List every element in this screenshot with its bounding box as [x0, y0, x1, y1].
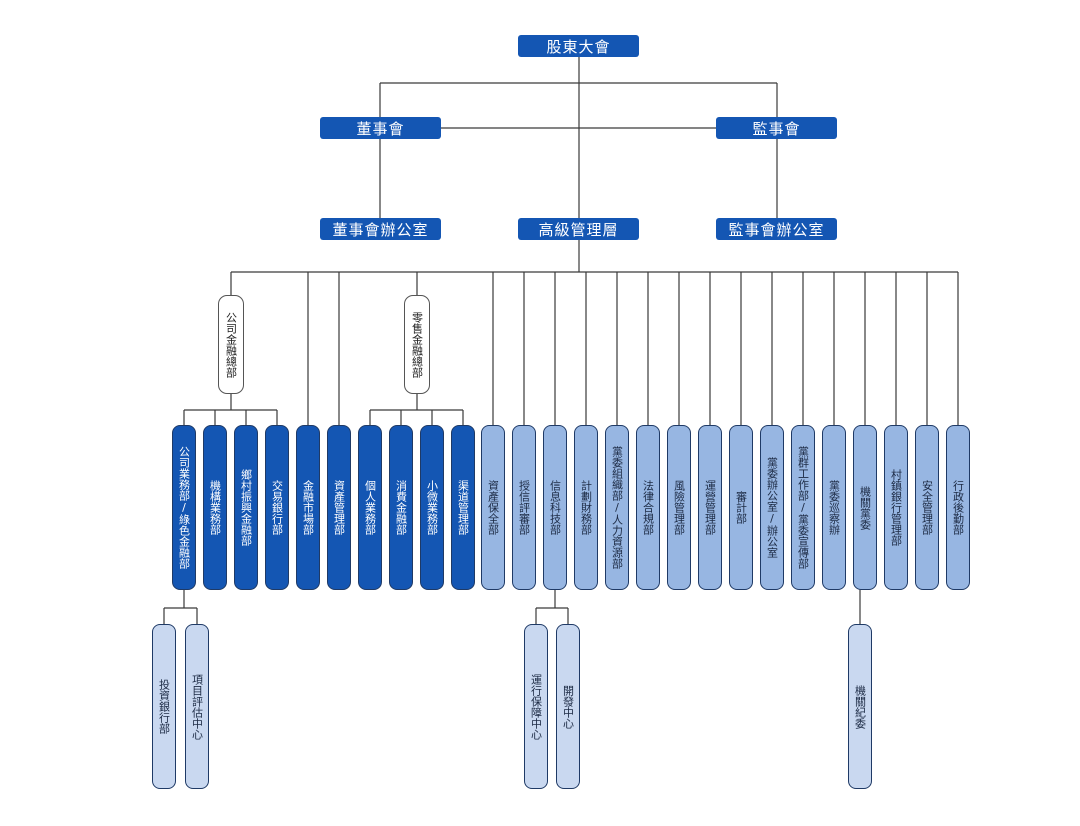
senior-management-box: 高級管理層: [518, 218, 639, 240]
department-d12: 授信評審部: [512, 425, 536, 590]
department-d18: 運營管理部: [698, 425, 722, 590]
department-d7: 個人業務部: [358, 425, 382, 590]
department-d22: 黨委巡察辦: [822, 425, 846, 590]
department-d11: 資產保全部: [481, 425, 505, 590]
department-d2: 機構業務部: [203, 425, 227, 590]
subunit-s3: 運行保障中心: [524, 624, 548, 789]
corporate-finance-group: 公司金融總部: [218, 295, 244, 394]
shareholders-box: 股東大會: [518, 35, 639, 57]
subunit-s4: 開發中心: [556, 624, 580, 789]
department-d13: 信息科技部: [543, 425, 567, 590]
board-box: 董事會: [320, 117, 441, 139]
department-d6: 資產管理部: [327, 425, 351, 590]
supervisors-box: 監事會: [716, 117, 837, 139]
department-d26: 行政後勤部: [946, 425, 970, 590]
department-d9: 小微業務部: [420, 425, 444, 590]
department-d5: 金融市場部: [296, 425, 320, 590]
department-d1: 公司業務部/綠色金融部: [172, 425, 196, 590]
subunit-s1: 投資銀行部: [152, 624, 176, 789]
department-d15: 黨委組織部/人力資源部: [605, 425, 629, 590]
board-office-box: 董事會辦公室: [320, 218, 441, 240]
subunit-s5: 機關紀委: [848, 624, 872, 789]
supervisor-office-box: 監事會辦公室: [716, 218, 837, 240]
department-d4: 交易銀行部: [265, 425, 289, 590]
department-d21: 黨群工作部/黨委宣傳部: [791, 425, 815, 590]
subunit-s2: 項目評估中心: [185, 624, 209, 789]
retail-finance-group: 零售金融總部: [404, 295, 430, 394]
department-d3: 鄉村振興金融部: [234, 425, 258, 590]
department-d14: 計劃財務部: [574, 425, 598, 590]
department-d16: 法律合規部: [636, 425, 660, 590]
department-d20: 黨委辦公室/辦公室: [760, 425, 784, 590]
department-d24: 村鎮銀行管理部: [884, 425, 908, 590]
department-d17: 風險管理部: [667, 425, 691, 590]
department-d8: 消費金融部: [389, 425, 413, 590]
department-d23: 機關黨委: [853, 425, 877, 590]
department-d25: 安全管理部: [915, 425, 939, 590]
department-d19: 審計部: [729, 425, 753, 590]
department-d10: 渠道管理部: [451, 425, 475, 590]
